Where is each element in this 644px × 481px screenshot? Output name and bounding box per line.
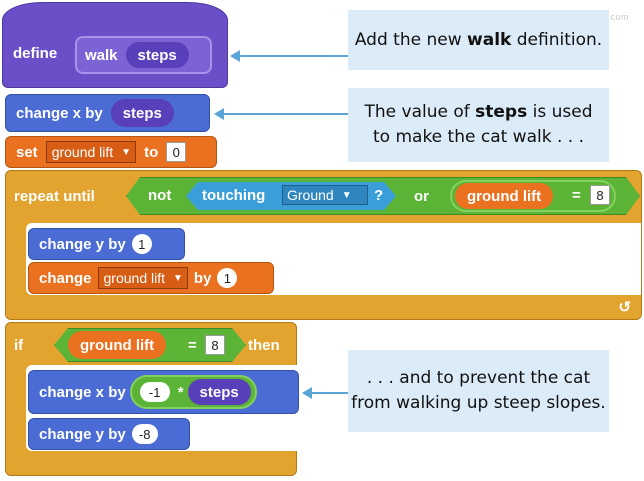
variable-dropdown-value: ground lift (103, 270, 165, 286)
variable-dropdown[interactable]: ground lift ▼ (97, 267, 188, 289)
note-text: from walking up steep slopes. (351, 393, 606, 413)
change-y-label: change y by (39, 235, 126, 253)
change-variable-block[interactable]: change ground lift ▼ by 1 (28, 262, 274, 294)
change-label: change (39, 269, 92, 287)
compare-value-input[interactable]: 8 (590, 185, 610, 205)
touching-dropdown[interactable]: Ground ▼ (282, 185, 368, 205)
then-label: then (248, 337, 280, 354)
annotation-note: Add the new walk definition. (348, 10, 609, 70)
loop-arrow-icon: ↺ (618, 299, 631, 316)
change-y-block[interactable]: change y by -8 (28, 418, 190, 450)
chevron-down-icon: ▼ (121, 146, 132, 158)
define-prototype[interactable]: walk steps (75, 36, 212, 74)
multiply-label: * (177, 383, 184, 401)
touching-dropdown-value: Ground (287, 187, 334, 203)
annotation-note: . . . and to prevent the cat from walkin… (348, 350, 609, 432)
equals-label: = (572, 187, 581, 204)
set-value-input[interactable]: 0 (166, 142, 187, 162)
steps-param-reporter[interactable]: steps (125, 42, 189, 68)
pointer-arrow-icon (214, 108, 348, 120)
if-compare-value-input[interactable]: 8 (205, 335, 225, 355)
by-label: by (193, 269, 212, 287)
pointer-arrow-icon (230, 50, 348, 62)
repeat-until-label: repeat until (14, 188, 95, 205)
to-label: to (144, 143, 159, 161)
ground-lift-reporter[interactable]: ground lift (68, 331, 167, 359)
note-text: The value of (364, 102, 476, 122)
note-text: Add the new (354, 29, 468, 50)
change-x-multiply-block[interactable]: change x by -1 * steps (28, 370, 299, 414)
touching-label: touching (202, 187, 266, 204)
pointer-arrow-icon (302, 387, 348, 399)
chevron-down-icon: ▼ (341, 189, 352, 201)
steps-reporter[interactable]: steps (187, 379, 251, 405)
change-x-label: change x by (16, 104, 103, 122)
ground-lift-reporter[interactable]: ground lift (455, 183, 554, 209)
change-y-value-input[interactable]: -8 (131, 424, 158, 444)
annotation-note: The value of steps is used to make the c… (348, 88, 609, 162)
note-bold: walk (467, 29, 512, 50)
define-keyword: define (13, 45, 58, 62)
note-text: is used (527, 102, 593, 122)
change-y-label: change y by (39, 425, 126, 443)
steps-reporter[interactable]: steps (110, 99, 174, 127)
variable-dropdown[interactable]: ground lift ▼ (45, 141, 137, 163)
chevron-down-icon: ▼ (173, 272, 183, 284)
set-variable-block[interactable]: set ground lift ▼ to 0 (5, 136, 217, 168)
note-text: to make the cat walk . . . (373, 127, 584, 147)
note-text: definition. (511, 29, 603, 50)
change-value-input[interactable]: 1 (217, 268, 238, 288)
change-x-block[interactable]: change x by steps (5, 94, 210, 132)
multiply-operator[interactable]: -1 * steps (129, 375, 257, 409)
not-label: not (148, 187, 172, 204)
change-y-block[interactable]: change y by 1 (28, 228, 185, 260)
note-bold: steps (475, 102, 528, 122)
or-label: or (414, 188, 429, 205)
note-text: . . . and to prevent the cat (366, 368, 591, 388)
equals-label: = (188, 337, 197, 354)
change-x-label: change x by (39, 383, 126, 401)
define-block[interactable]: define walk steps (2, 2, 228, 88)
multiply-value-input[interactable]: -1 (139, 382, 170, 402)
set-label: set (16, 143, 38, 161)
question-label: ? (374, 187, 384, 204)
change-y-value-input[interactable]: 1 (131, 234, 152, 254)
variable-dropdown-value: ground lift (51, 144, 114, 160)
define-name: walk (85, 46, 118, 64)
if-label: if (14, 337, 24, 354)
